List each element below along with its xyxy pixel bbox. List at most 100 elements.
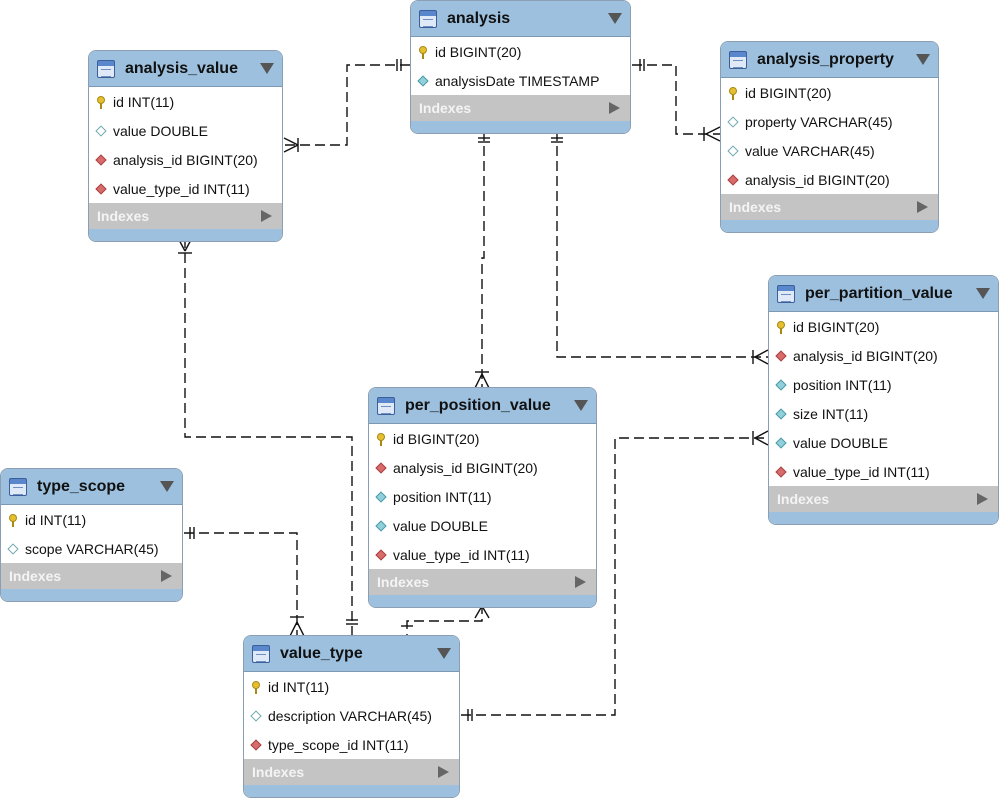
indexes-section[interactable]: Indexes <box>769 486 998 512</box>
rel-value-type-per-partition-value[interactable] <box>461 437 768 716</box>
primary-key-icon <box>7 513 19 527</box>
column-label: value DOUBLE <box>793 434 888 451</box>
column-row[interactable]: analysisDate TIMESTAMP <box>411 66 630 95</box>
column-row[interactable]: analysis_id BIGINT(20) <box>769 341 998 370</box>
column-label: id BIGINT(20) <box>745 84 832 101</box>
rel-type-scope-value-type[interactable] <box>184 532 298 636</box>
many-marker <box>752 349 769 365</box>
column-row[interactable]: description VARCHAR(45) <box>244 701 459 730</box>
column-row[interactable]: value_type_id INT(11) <box>769 457 998 486</box>
column-row[interactable]: id BIGINT(20) <box>411 37 630 66</box>
column-row[interactable]: id INT(11) <box>1 505 182 534</box>
column-row[interactable]: position INT(11) <box>769 370 998 399</box>
table-header[interactable]: per_partition_value <box>769 276 998 312</box>
rel-analysis-analysis-value[interactable] <box>284 64 410 146</box>
not-null-column-icon <box>775 437 787 449</box>
column-row[interactable]: analysis_id BIGINT(20) <box>369 453 596 482</box>
indexes-section[interactable]: Indexes <box>369 569 596 595</box>
column-row[interactable]: id BIGINT(20) <box>721 78 938 107</box>
indexes-label: Indexes <box>419 100 472 116</box>
primary-key-icon <box>375 432 387 446</box>
column-row[interactable]: id BIGINT(20) <box>369 424 596 453</box>
column-label: id INT(11) <box>113 93 175 110</box>
column-row[interactable]: value_type_id INT(11) <box>369 540 596 569</box>
expand-arrow-icon[interactable] <box>575 576 586 588</box>
rel-analysis-per-position-value[interactable] <box>481 131 485 388</box>
column-label: description VARCHAR(45) <box>268 707 432 724</box>
column-row[interactable]: analysis_id BIGINT(20) <box>721 165 938 194</box>
column-row[interactable]: position INT(11) <box>369 482 596 511</box>
rel-value-type-per-position-value[interactable] <box>406 604 483 636</box>
rel-value-type-analysis-value[interactable] <box>184 238 353 636</box>
collapse-arrow-icon[interactable] <box>976 288 990 299</box>
column-row[interactable]: value DOUBLE <box>369 511 596 540</box>
column-label: type_scope_id INT(11) <box>268 736 409 753</box>
expand-arrow-icon[interactable] <box>438 766 449 778</box>
collapse-arrow-icon[interactable] <box>608 13 622 24</box>
column-label: id BIGINT(20) <box>393 430 480 447</box>
collapse-arrow-icon[interactable] <box>437 648 451 659</box>
column-row[interactable]: property VARCHAR(45) <box>721 107 938 136</box>
column-label: analysis_id BIGINT(20) <box>793 347 938 364</box>
column-icon <box>95 125 107 137</box>
indexes-section[interactable]: Indexes <box>721 194 938 220</box>
table-icon <box>777 284 795 303</box>
indexes-label: Indexes <box>729 199 782 215</box>
column-row[interactable]: value_type_id INT(11) <box>89 174 282 203</box>
table-header[interactable]: type_scope <box>1 469 182 505</box>
table-footer <box>411 121 630 133</box>
column-row[interactable]: id INT(11) <box>244 672 459 701</box>
table-header[interactable]: analysis <box>411 1 630 37</box>
indexes-section[interactable]: Indexes <box>244 759 459 785</box>
one-marker <box>478 137 490 143</box>
column-row[interactable]: analysis_id BIGINT(20) <box>89 145 282 174</box>
collapse-arrow-icon[interactable] <box>160 481 174 492</box>
expand-arrow-icon[interactable] <box>609 102 620 114</box>
table-header[interactable]: analysis_value <box>89 51 282 87</box>
indexes-label: Indexes <box>97 208 150 224</box>
column-row[interactable]: id INT(11) <box>89 87 282 116</box>
not-null-column-icon <box>375 520 387 532</box>
collapse-arrow-icon[interactable] <box>916 54 930 65</box>
indexes-section[interactable]: Indexes <box>89 203 282 229</box>
indexes-section[interactable]: Indexes <box>411 95 630 121</box>
expand-arrow-icon[interactable] <box>161 570 172 582</box>
column-icon <box>250 710 262 722</box>
column-label: value VARCHAR(45) <box>745 142 875 159</box>
table-header[interactable]: per_position_value <box>369 388 596 424</box>
table-header[interactable]: value_type <box>244 636 459 672</box>
foreign-key-icon <box>95 154 107 166</box>
table-name: analysis_value <box>125 59 238 77</box>
column-row[interactable]: scope VARCHAR(45) <box>1 534 182 563</box>
expand-arrow-icon[interactable] <box>261 210 272 222</box>
column-row[interactable]: id BIGINT(20) <box>769 312 998 341</box>
column-label: property VARCHAR(45) <box>745 113 893 130</box>
collapse-arrow-icon[interactable] <box>574 400 588 411</box>
rel-analysis-per-partition-value[interactable] <box>556 131 768 358</box>
column-label: analysis_id BIGINT(20) <box>113 151 258 168</box>
column-row[interactable]: value DOUBLE <box>89 116 282 145</box>
indexes-section[interactable]: Indexes <box>1 563 182 589</box>
column-label: value_type_id INT(11) <box>793 463 930 480</box>
one-marker <box>639 59 645 71</box>
table-header[interactable]: analysis_property <box>721 42 938 78</box>
collapse-arrow-icon[interactable] <box>260 63 274 74</box>
column-row[interactable]: size INT(11) <box>769 399 998 428</box>
column-row[interactable]: type_scope_id INT(11) <box>244 730 459 759</box>
rel-analysis-analysis-property[interactable] <box>632 64 720 135</box>
expand-arrow-icon[interactable] <box>917 201 928 213</box>
table-footer <box>244 785 459 797</box>
table-footer <box>721 220 938 232</box>
not-null-column-icon <box>417 75 429 87</box>
column-row[interactable]: value DOUBLE <box>769 428 998 457</box>
column-row[interactable]: value VARCHAR(45) <box>721 136 938 165</box>
expand-arrow-icon[interactable] <box>977 493 988 505</box>
